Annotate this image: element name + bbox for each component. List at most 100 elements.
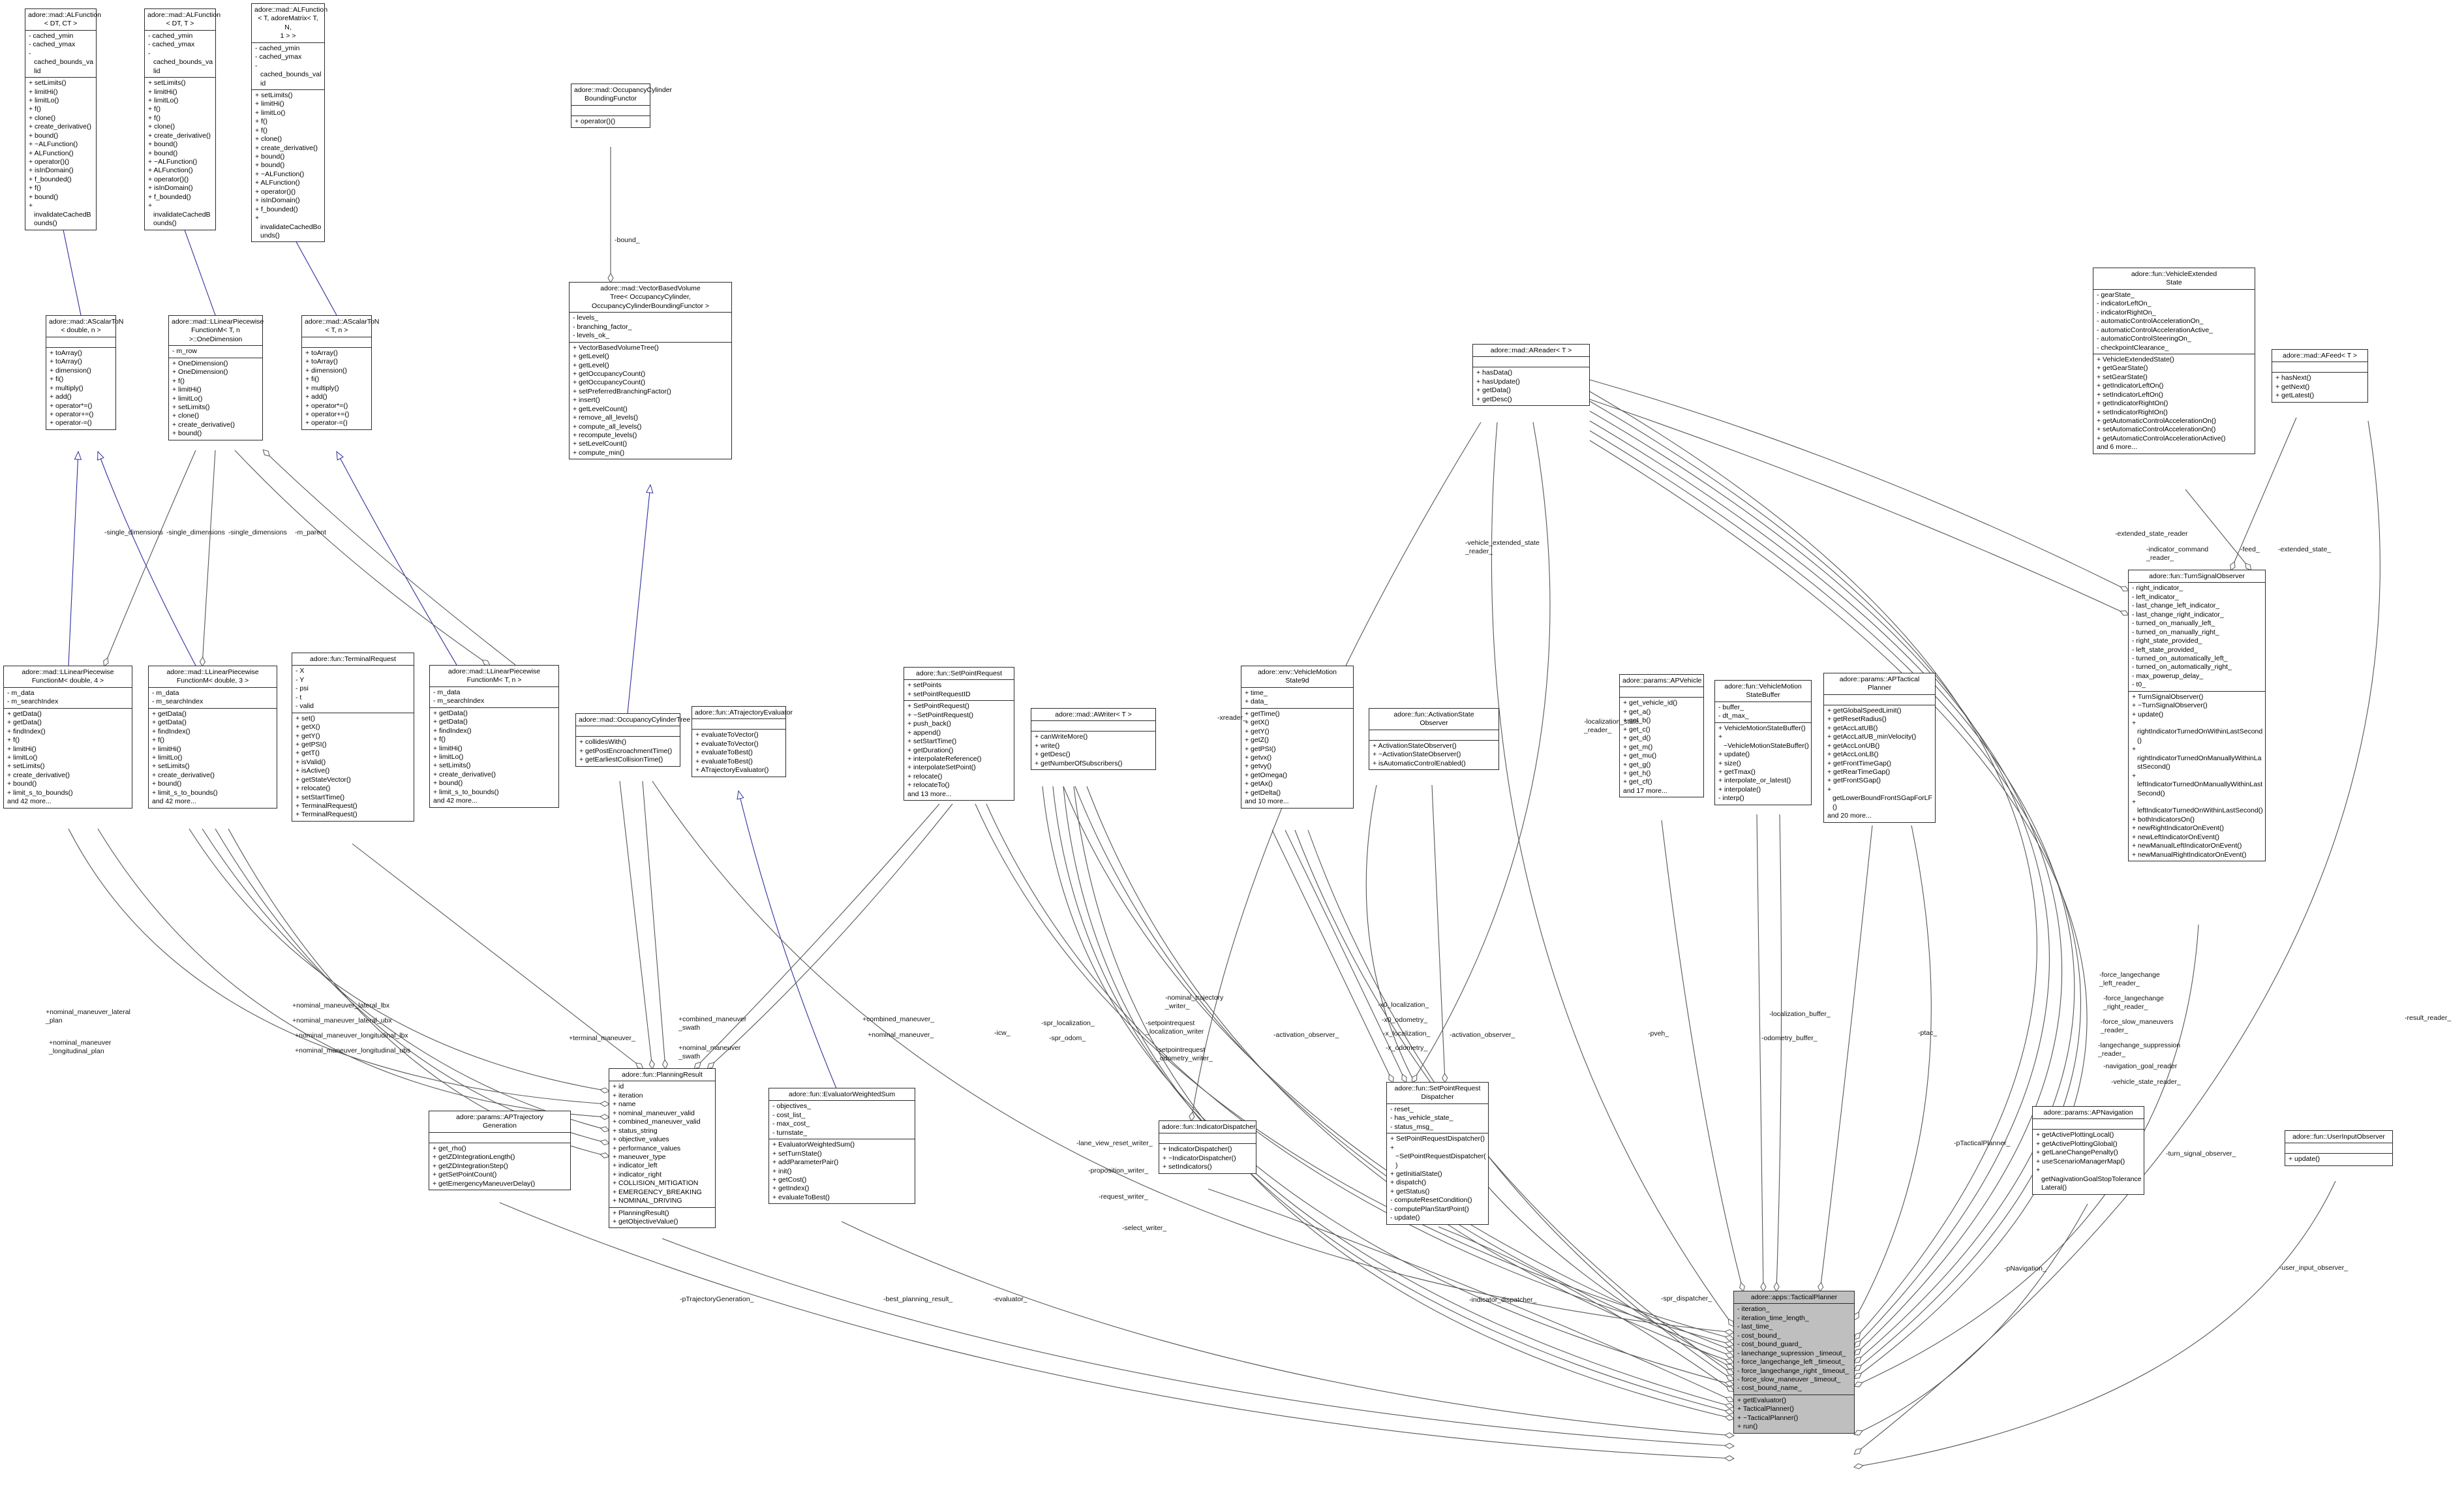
class-areader[interactable]: adore::mad::AReader< T >+ hasData()+ has… (1472, 344, 1590, 407)
class-apvehicle[interactable]: adore::params::APVehicle+ get_vehicle_id… (1619, 674, 1704, 798)
edge-label: -navigation_goal_reader (2103, 1062, 2178, 1070)
class-setpoint-request[interactable]: adore::fun::SetPointRequest+ setPoints+ … (904, 667, 1014, 801)
class-method: + bound() (172, 429, 202, 438)
class-ascalarton-double-n[interactable]: adore::mad::AScalarToN< double, n >+ toA… (46, 315, 123, 430)
class-occupancy-cylinder-tree[interactable]: adore::mad::OccupancyCylinderTree+ colli… (575, 713, 690, 767)
class-method: and 42 more... (7, 797, 52, 806)
class-title-line: < DT, T > (166, 20, 194, 28)
class-atrajectory-evaluator[interactable]: adore::fun::ATrajectoryEvaluator+ evalua… (692, 706, 793, 777)
class-attribute: + status_string (613, 1126, 658, 1135)
class-title-line: adore::params::APNavigation (2043, 1109, 2133, 1117)
class-tactical-planner[interactable]: adore::apps::TacticalPlanner- iteration_… (1733, 1291, 1855, 1434)
association-edge (986, 803, 1735, 1347)
class-attribute: - cached_ymin (29, 31, 74, 40)
class-title: adore::mad::AScalarToN< double, n > (46, 316, 123, 337)
class-method: + setGearState() (2097, 373, 2148, 381)
class-attribute: - last_change_right_indicator_ (2132, 610, 2224, 619)
class-indicator-dispatcher[interactable]: adore::fun::IndicatorDispatcher+ Indicat… (1159, 1120, 1256, 1174)
class-awriter[interactable]: adore::mad::AWriter< T >+ canWriteMore()… (1031, 708, 1156, 771)
edge-label: +nominal_maneuver_lateral _plan (46, 1008, 130, 1025)
edge-label: -spr_odom_ (1049, 1034, 1086, 1042)
class-attribute: - max_cost_ (772, 1120, 810, 1128)
class-attribute: - turnstate_ (772, 1128, 808, 1137)
class-attribute: - m_data (433, 688, 461, 696)
class-attribute: - automaticControlSteeringOn_ (2097, 335, 2191, 343)
edge-label: -localization_state _reader_ (1584, 718, 1639, 734)
class-alfunction-dt-ct[interactable]: adore::mad::ALFunction< DT, CT >- cached… (25, 8, 101, 230)
class-method: + newManualLeftIndicatorOnEvent() (2132, 842, 2242, 850)
class-attribute: + setPointRequestID (907, 690, 971, 698)
class-afeed[interactable]: adore::mad::AFeed< T >+ hasNext()+ getNe… (2272, 349, 2368, 403)
class-title: adore::mad::OccupancyCylinderTree (576, 714, 690, 726)
class-attributes-section: - m_row (169, 345, 262, 357)
class-method: + operator*=() (50, 401, 93, 410)
class-planning-result[interactable]: adore::fun::PlanningResult+ id+ iteratio… (609, 1068, 716, 1229)
class-title-line: adore::mad::LLinearPiecewise (22, 668, 114, 676)
class-method: + limit_s_to_bounds() (152, 788, 218, 797)
association-edge (1589, 430, 2081, 1372)
class-method: + getData() (433, 709, 468, 717)
class-turn-signal-observer[interactable]: adore::fun::TurnSignalObserver- right_in… (2128, 570, 2266, 861)
class-method: + ALFunction() (148, 166, 193, 175)
class-terminal-request[interactable]: adore::fun::TerminalRequest- X- Y- psi- … (292, 653, 414, 822)
association-edge (1294, 829, 1735, 1376)
class-attributes-section (1369, 729, 1498, 740)
class-method: + limitHi() (7, 745, 37, 753)
class-title: adore::mad::AFeed< T > (2272, 350, 2367, 362)
edge-label: -nominal_trajectory _writer_ (1165, 994, 1224, 1010)
class-method: + operator-=() (305, 419, 348, 427)
class-attribute: - cost_bound_ (1737, 1331, 1781, 1340)
class-attributes-section (429, 1132, 570, 1143)
class-method: + dispatch() (1390, 1179, 1427, 1187)
class-method: + operator()() (255, 187, 296, 196)
class-method: + bound() (29, 193, 59, 201)
edge-label: -select_writer_ (1122, 1224, 1167, 1232)
class-method: + getFrontTimeGap() (1827, 759, 1891, 767)
association-edge (1589, 399, 2129, 616)
class-methods-section: + EvaluatorWeightedSum()+ setTurnState()… (769, 1139, 915, 1203)
class-method: + setLimits() (7, 762, 45, 771)
class-apnavigation[interactable]: adore::params::APNavigation+ getActivePl… (2032, 1106, 2144, 1195)
class-attributes-section (46, 336, 115, 347)
class-methods-section: + VehicleMotionStateBuffer()+ ~VehicleMo… (1715, 722, 1811, 805)
class-method: + limitHi() (433, 744, 463, 752)
class-methods-section: + setLimits()+ limitHi()+ limitLo()+ f()… (25, 77, 96, 229)
class-user-input-observer[interactable]: adore::fun::UserInputObserver+ update() (2285, 1130, 2393, 1166)
class-alfunction-dt-t[interactable]: adore::mad::ALFunction< DT, T >- cached_… (144, 8, 221, 230)
class-method: + isAutomaticControlEnabled() (1373, 759, 1466, 767)
class-method: + bound() (148, 140, 178, 149)
class-evaluator-weighted-sum[interactable]: adore::fun::EvaluatorWeightedSum- object… (768, 1088, 915, 1205)
class-method: + interpolateReference() (907, 754, 982, 763)
edge-label: -pveh_ (1648, 1030, 1669, 1038)
class-method: + size() (1718, 759, 1741, 767)
class-attribute: - turned_on_automatically_left_ (2132, 654, 2228, 662)
class-method: + TacticalPlanner() (1737, 1405, 1795, 1413)
class-alfunction-matrix[interactable]: adore::mad::ALFunction< T, adoreMatrix< … (251, 3, 327, 243)
class-ascalarton-t-n[interactable]: adore::mad::AScalarToN< T, n >+ toArray(… (301, 315, 379, 430)
class-attribute: + data_ (1245, 698, 1268, 706)
class-method: + getPostEncroachmentTime() (579, 747, 673, 755)
class-method: + multiply() (305, 384, 339, 392)
class-method: + dimension() (50, 366, 91, 375)
edge-label: +combined_maneuver_ (862, 1015, 935, 1023)
class-methods-section: + toArray()+ toArray()+ dimension()+ fi(… (46, 347, 115, 429)
edge-label: +combined_maneuver _swath (678, 1015, 747, 1032)
class-title-line: adore::mad::LLinearPiecewise (172, 318, 264, 326)
class-attribute: - m_data (152, 688, 179, 697)
class-attribute: + id (613, 1083, 624, 1091)
